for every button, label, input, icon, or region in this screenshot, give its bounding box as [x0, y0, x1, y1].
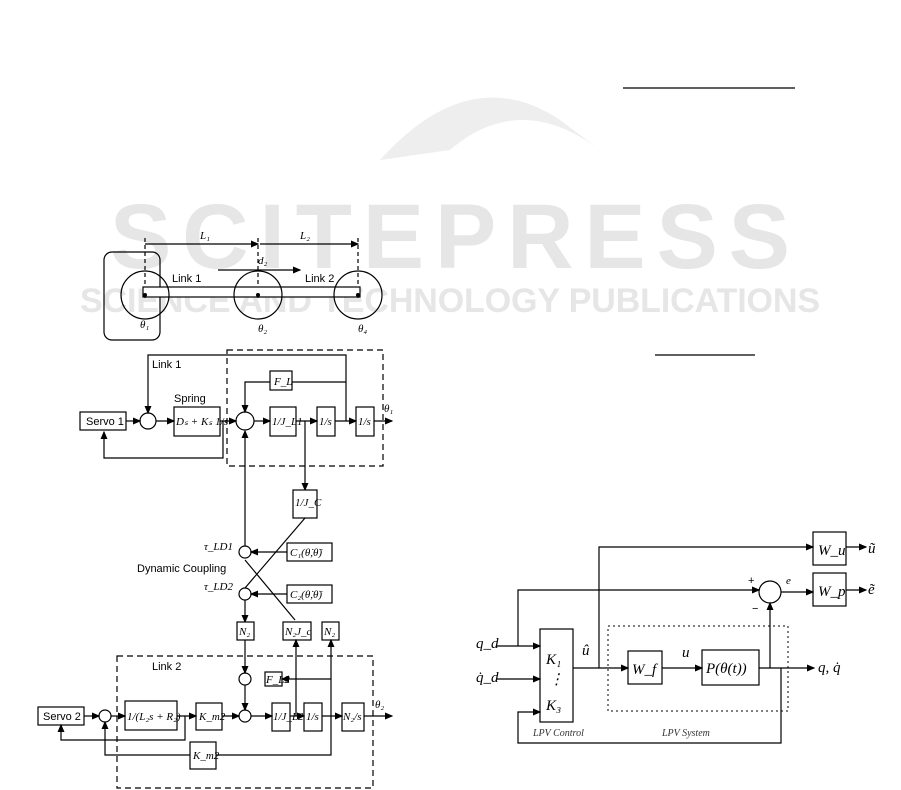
- label-link1: Link 1: [172, 273, 201, 285]
- coupling-inertia-block: 1/J_C: [295, 497, 322, 509]
- spring-tf-block: Dₛ + Kₛ 1/s: [175, 416, 228, 428]
- signal-e: e: [786, 575, 791, 587]
- gear-ratio-block: N₂: [323, 626, 335, 638]
- minus-sign: −: [752, 603, 758, 615]
- watermark-title: SCITEPRESS: [110, 186, 790, 288]
- label-lpv-control: LPV Control: [532, 728, 584, 739]
- gain-K1: K₁: [545, 652, 561, 668]
- inertia-block: 1/J_L1: [272, 416, 303, 428]
- weight-Wu-block: W_u: [818, 543, 846, 559]
- coriolis-block-2: C₂(θ̇,θ̈): [290, 589, 323, 601]
- lpv-control-diagram: q_d q̇_d K₁ ⋮ K₃ LPV Control LPV System …: [476, 531, 876, 744]
- output-theta1: θ₁: [384, 403, 393, 415]
- gear-ratio-block: N₂: [238, 626, 250, 638]
- signal-u-hat: û: [582, 643, 590, 659]
- motor-tf-block: 1/(L₂s + R₂): [127, 711, 181, 723]
- label-theta4: θ₄: [358, 323, 367, 335]
- integrator-block-2: 1/s: [306, 711, 319, 723]
- label-d2: d₂: [258, 255, 268, 267]
- label-link1-block: Link 1: [152, 359, 181, 371]
- label-link2: Link 2: [305, 273, 334, 285]
- gain-dots: ⋮: [549, 672, 564, 688]
- label-theta2: θ₂: [258, 323, 267, 335]
- watermark: SCITEPRESS SCIENCE AND TECHNOLOGY PUBLIC…: [80, 97, 820, 320]
- label-spring: Spring: [174, 393, 206, 405]
- label-link2-block: Link 2: [152, 661, 181, 673]
- linkage-diagram: L₁ L₂ d₂ Link 1 Link 2 θ₁ θ₂ θ₄: [103, 230, 383, 341]
- label-dynamic-coupling: Dynamic Coupling: [137, 563, 226, 575]
- friction-block: F_L: [273, 376, 292, 388]
- input-qd: q_d: [476, 636, 499, 652]
- torque-constant-block: K_m2: [198, 711, 226, 723]
- label-tau1: τ_LD1: [204, 541, 233, 553]
- output-u-tilde: ũ: [868, 541, 876, 557]
- coriolis-block-1: C₁(θ̇,θ̈): [290, 547, 323, 559]
- label-lpv-system: LPV System: [661, 728, 710, 739]
- label-tau2: τ_LD2: [204, 581, 233, 593]
- output-e-tilde: ẽ: [868, 582, 875, 598]
- servo1-block: Servo 1: [86, 416, 124, 428]
- input-qd-dot: q̇_d: [476, 670, 499, 686]
- integrator-block: 1/s: [358, 416, 371, 428]
- label-L2: L₂: [299, 230, 310, 242]
- output-theta2: θ₂: [375, 699, 384, 711]
- back-emf-block: K_m2: [192, 750, 220, 762]
- plant-block: P(θ(t)): [705, 661, 747, 677]
- label-L1: L₁: [199, 230, 210, 242]
- integrator-block: 1/s: [319, 416, 332, 428]
- plus-sign: +: [748, 575, 754, 587]
- filter-Wf-block: W_f: [632, 662, 658, 678]
- inertia-block-2: 1/J_L2: [273, 711, 304, 723]
- gear-inertia-block: N₂J_c: [284, 626, 312, 638]
- gain-K3: K₃: [545, 698, 561, 714]
- servo2-block: Servo 2: [43, 711, 81, 723]
- signal-u: u: [682, 645, 690, 661]
- friction-block-2: F_L2: [265, 674, 290, 686]
- link1-block-diagram: Link 1 Spring Servo 1 Dₛ + Kₛ 1/s F_L 1/…: [79, 349, 393, 641]
- gear-integrator-block: N₂/s: [342, 711, 362, 723]
- label-theta1: θ₁: [140, 319, 149, 331]
- weight-Wp-block: W_p: [818, 584, 846, 600]
- link2-block-diagram: Link 2 Servo 2 1/(L₂s + R₂) K_m2 K_m2 F_…: [37, 638, 394, 789]
- output-q: q, q̇: [818, 660, 841, 676]
